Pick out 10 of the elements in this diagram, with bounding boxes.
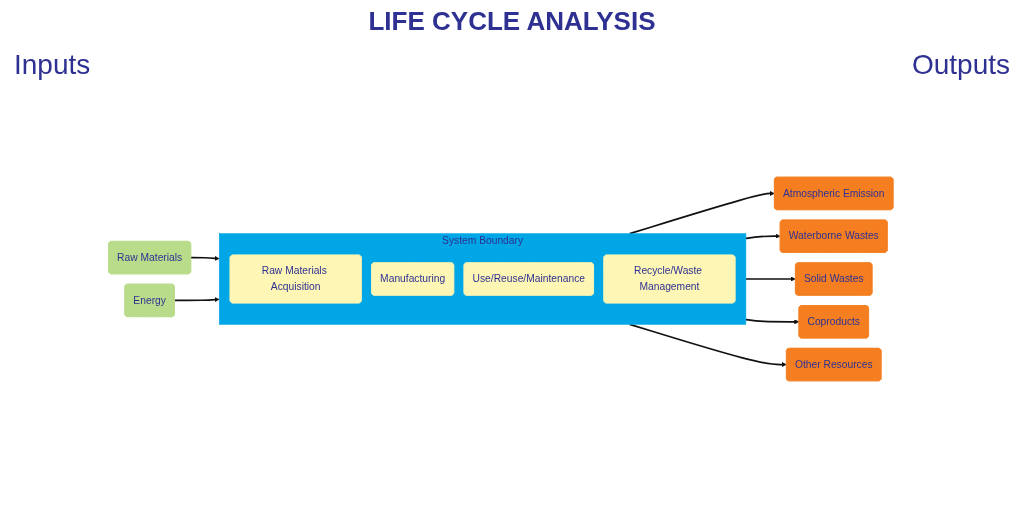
arrow	[745, 318, 800, 325]
arrow	[745, 233, 781, 240]
diagram-title: LIFE CYCLE ANALYSIS	[367, 6, 657, 37]
arrow	[629, 323, 787, 368]
arrow	[629, 190, 775, 235]
arrow	[173, 297, 220, 303]
column-heading: Inputs	[13, 48, 92, 82]
column-heading: Outputs	[910, 48, 1011, 82]
arrow	[190, 255, 220, 261]
arrow	[745, 276, 796, 282]
